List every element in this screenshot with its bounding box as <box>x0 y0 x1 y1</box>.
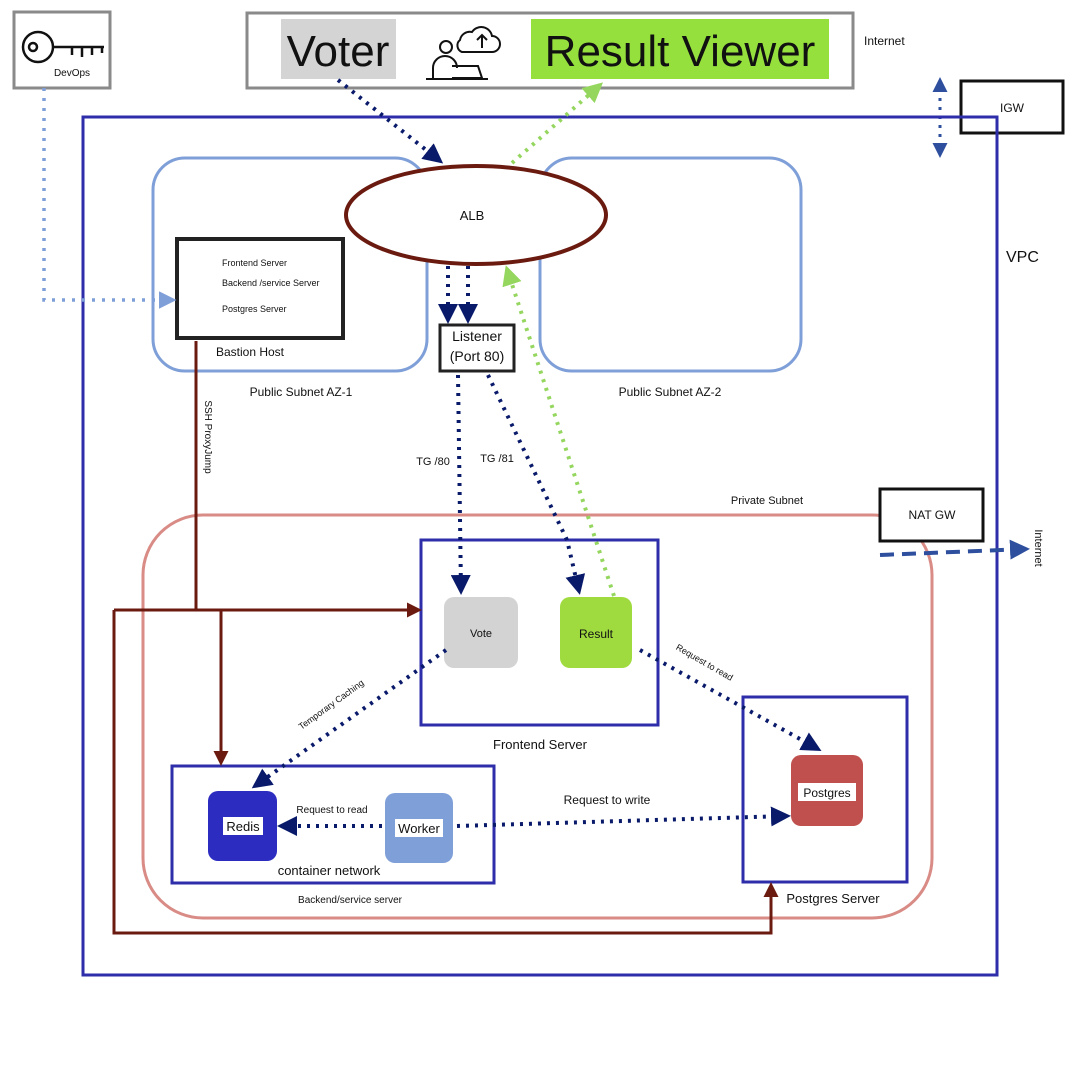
nat-gw-label: NAT GW <box>909 508 957 522</box>
vote-container <box>444 597 518 668</box>
redis-label: Redis <box>226 819 260 834</box>
voter-box <box>281 19 396 79</box>
nat-internet-label: Internet <box>1032 529 1044 566</box>
vote-label: Vote <box>470 628 492 640</box>
private-subnet <box>141 513 934 920</box>
postgres-label-bg <box>798 783 856 801</box>
request-to-read-result-label: Request to read <box>674 642 734 683</box>
vpc-boundary <box>81 115 999 977</box>
public-subnet-az1-label: Public Subnet AZ-1 <box>250 385 353 399</box>
devops-label: DevOps <box>54 68 90 79</box>
postgres-server-label: Postgres Server <box>786 891 880 906</box>
flow-vote-to-redis <box>251 648 448 789</box>
private-subnet-label: Private Subnet <box>731 495 803 507</box>
flow-alb-to-result-viewer <box>510 82 603 165</box>
key-icon <box>21 30 104 64</box>
public-subnet-az2 <box>538 156 803 373</box>
temporary-caching-label: Temporary Caching <box>297 678 366 732</box>
public-subnet-az2-label: Public Subnet AZ-2 <box>619 385 722 399</box>
tg80-label: TG /80 <box>416 456 450 468</box>
backend-server-label: Backend/service server <box>298 895 403 906</box>
bastion-label: Bastion Host <box>216 345 285 359</box>
result-viewer-box <box>531 19 829 79</box>
alb <box>344 164 608 266</box>
listener-label-line2: (Port 80) <box>450 348 504 364</box>
tg81-label: TG /81 <box>480 453 514 465</box>
vpc-label: VPC <box>1006 249 1039 266</box>
flow-voter-to-alb <box>336 78 444 164</box>
listener-label-line1: Listener <box>452 328 502 344</box>
request-to-write-label: Request to write <box>564 793 651 807</box>
bastion-item-backend: Backend /service Server <box>222 278 320 288</box>
alb-label: ALB <box>460 208 485 223</box>
result-viewer-label: Result Viewer <box>545 27 816 76</box>
igw-box <box>959 79 1065 135</box>
frontend-server-label: Frontend Server <box>493 737 588 752</box>
bastion-host <box>175 237 345 340</box>
bastion-item-frontend: Frontend Server <box>222 258 287 268</box>
public-subnet-az1 <box>151 156 429 373</box>
request-to-read-worker-label: Request to read <box>296 805 367 816</box>
igw-label: IGW <box>1000 101 1025 115</box>
container-network-label: container network <box>278 863 381 878</box>
flow-worker-to-postgres <box>456 806 791 828</box>
bastion-item-postgres: Postgres Server <box>222 304 287 314</box>
nat-gw-box <box>878 487 985 543</box>
user-laptop-cloud-icon <box>426 26 501 80</box>
internet-label-top: Internet <box>864 34 905 48</box>
flow-listener-to-vote <box>450 374 471 595</box>
postgres-db-label: Postgres <box>803 786 850 800</box>
flow-devops-to-bastion <box>42 88 177 309</box>
worker-label-bg <box>395 819 443 837</box>
worker-label: Worker <box>398 821 440 836</box>
listener-box <box>438 323 516 373</box>
flow-result-to-alb <box>502 265 616 597</box>
result-container <box>560 597 632 668</box>
result-label: Result <box>579 627 614 641</box>
flow-result-to-postgres <box>639 648 822 751</box>
voter-label: Voter <box>287 27 390 76</box>
ssh-to-postgres <box>112 610 779 935</box>
ssh-proxyjump-label: SSH ProxyJump <box>202 400 213 474</box>
redis-label-bg <box>223 817 263 835</box>
nat-internet-arrow <box>879 539 1030 560</box>
flow-listener-to-result <box>486 374 586 595</box>
ssh-proxyjump-lines <box>112 341 779 935</box>
